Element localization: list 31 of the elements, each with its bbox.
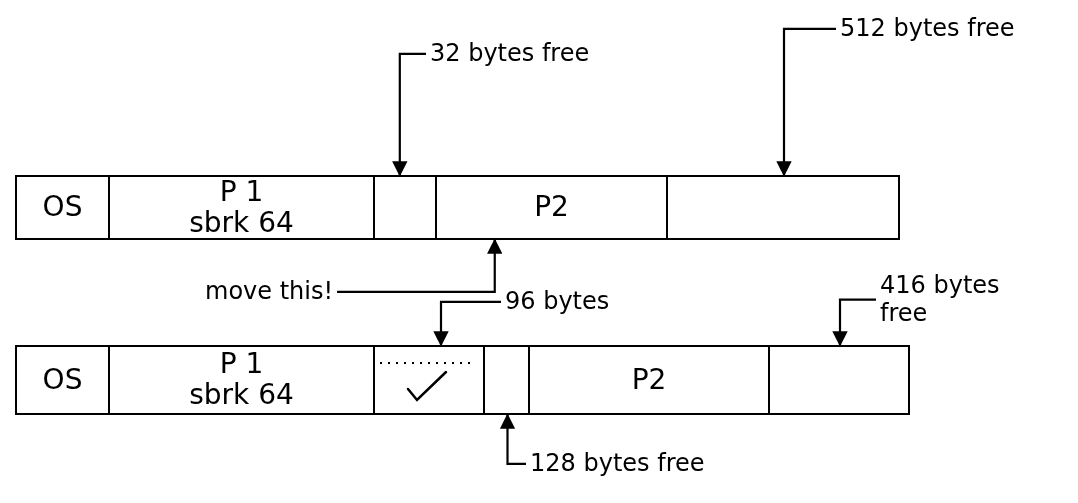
memory-segment — [375, 175, 437, 240]
memory-segment — [15, 345, 110, 415]
memory-segment — [437, 175, 668, 240]
segment-label: sbrk 64 — [189, 207, 294, 239]
annotation-text: move this! — [205, 278, 334, 306]
memory-segment — [668, 175, 900, 240]
memory-segment — [375, 345, 485, 415]
annotation-text: 96 bytes — [505, 288, 610, 316]
segment-label: P2 — [631, 364, 667, 396]
annotation-text: 512 bytes free — [840, 15, 1015, 43]
memory-segment — [530, 345, 770, 415]
leader-arrow — [392, 52, 426, 177]
leader-arrow — [832, 298, 876, 347]
segment-label: sbrk 64 — [189, 380, 294, 411]
memory-segment — [485, 345, 530, 415]
leader-arrow — [433, 300, 501, 347]
segment-label: OS — [42, 192, 83, 223]
memory-segment — [110, 175, 375, 240]
arrow — [337, 238, 503, 293]
segment-label: OS — [42, 364, 83, 396]
memory-segment — [110, 345, 375, 415]
segment-label: P 1 — [219, 349, 264, 380]
leader-arrow — [776, 27, 836, 177]
annotation-text: 416 bytes free — [880, 272, 1010, 328]
leader-arrow — [499, 413, 526, 465]
memory-segment — [770, 345, 910, 415]
annotation-text: 32 bytes free — [430, 40, 590, 68]
segment-label: P2 — [534, 192, 569, 223]
segment-label: P 1 — [219, 176, 264, 208]
annotation-text: 128 bytes free — [530, 450, 705, 478]
memory-segment — [15, 175, 110, 240]
